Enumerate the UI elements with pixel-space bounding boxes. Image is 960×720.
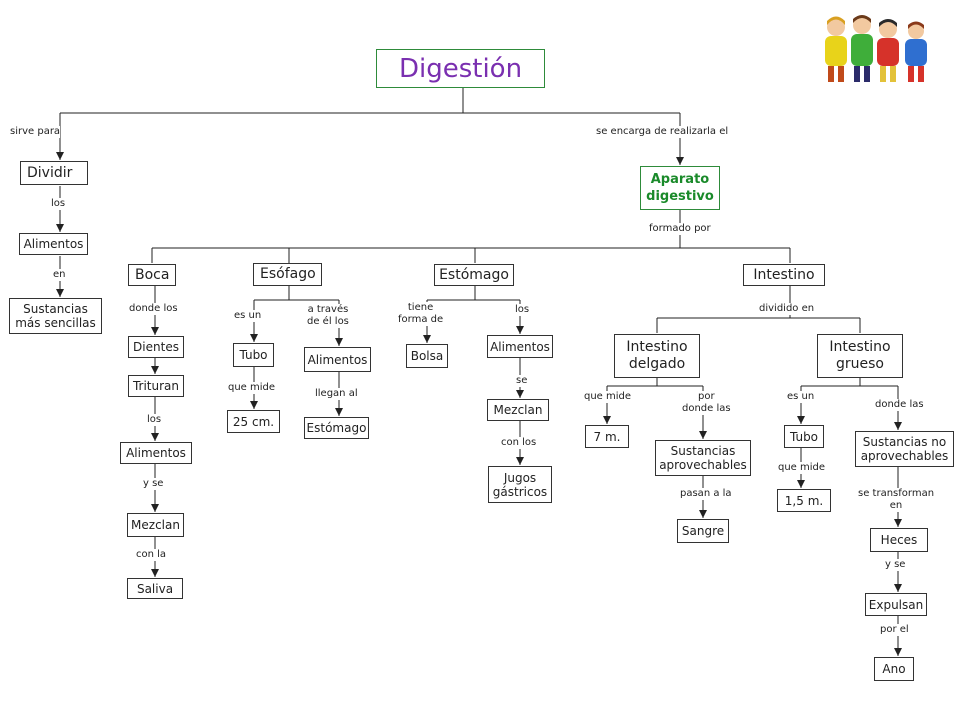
label-y-se: y se	[143, 478, 164, 490]
child-green-figure	[851, 15, 873, 82]
node-esofago: Esófago	[253, 263, 322, 286]
node-tubo-esofago: Tubo	[233, 343, 274, 367]
node-sustancias-aprovechables: Sustancias aprovechables	[655, 440, 751, 476]
child-blue-figure	[905, 21, 927, 82]
node-jugos-gastricos: Jugos gástricos	[488, 466, 552, 503]
child-red-figure	[877, 19, 899, 82]
label-los: los	[515, 304, 530, 316]
label-llegan-al: llegan al	[315, 388, 358, 400]
label-se-encarga: se encarga de realizarla el	[596, 126, 729, 138]
node-intestino: Intestino	[743, 264, 825, 286]
label-dividido-en: dividido en	[759, 303, 815, 315]
node-estomago: Estómago	[434, 264, 514, 286]
label-y-se: y se	[885, 559, 906, 571]
label-sirve-para: sirve para	[10, 126, 61, 138]
node-1-5m: 1,5 m.	[777, 489, 831, 512]
label-con-los: con los	[501, 437, 537, 449]
node-dientes: Dientes	[128, 336, 184, 358]
label-donde-los: donde los	[129, 303, 178, 315]
node-tubo-intestino: Tubo	[784, 425, 824, 448]
node-sustancias-no-aprovechables: Sustancias no aprovechables	[855, 431, 954, 467]
node-intestino-grueso: Intestino grueso	[817, 334, 903, 378]
label-los: los	[147, 414, 162, 426]
node-heces: Heces	[870, 528, 928, 552]
node-alimentos-boca: Alimentos	[120, 442, 192, 464]
node-dividir: Dividir	[20, 161, 88, 185]
label-tiene-forma-de: tiene forma de	[398, 302, 444, 326]
node-saliva: Saliva	[127, 578, 183, 599]
node-alimentos-esofago: Alimentos	[304, 347, 371, 372]
node-mezclan-estomago: Mezclan	[487, 399, 549, 421]
label-pasan-a-la: pasan a la	[680, 488, 732, 500]
label-que-mide: que mide	[584, 391, 632, 403]
node-aparato-digestivo: Aparato digestivo	[640, 166, 720, 210]
label-que-mide: que mide	[778, 462, 826, 474]
node-mezclan-boca: Mezclan	[127, 513, 184, 537]
label-los: los	[51, 198, 66, 210]
label-a-traves: a través de él los	[307, 304, 349, 328]
label-con-la: con la	[136, 549, 167, 561]
label-por-donde-las: por donde las	[682, 391, 731, 415]
node-bolsa: Bolsa	[406, 344, 448, 368]
label-que-mide: que mide	[228, 382, 276, 394]
label-donde-las: donde las	[875, 399, 924, 411]
node-digestion-title: Digestión	[376, 49, 545, 88]
node-alimentos-left: Alimentos	[19, 233, 88, 255]
label-por-el: por el	[880, 624, 909, 636]
child-yellow-figure	[825, 16, 847, 82]
label-es-un: es un	[787, 391, 815, 403]
node-7m: 7 m.	[585, 425, 629, 448]
label-es-un: es un	[234, 310, 262, 322]
node-trituran: Trituran	[128, 375, 184, 397]
label-en: en	[53, 269, 66, 281]
node-expulsan: Expulsan	[865, 593, 927, 616]
node-boca: Boca	[128, 264, 176, 286]
node-sustancias-sencillas: Sustancias más sencillas	[9, 298, 102, 334]
node-alimentos-estomago: Alimentos	[487, 335, 553, 358]
label-se-transforman-en: se transforman en	[858, 488, 935, 512]
node-25cm: 25 cm.	[227, 410, 280, 433]
label-formado-por: formado por	[649, 223, 711, 235]
node-sangre: Sangre	[677, 519, 729, 543]
node-ano: Ano	[874, 657, 914, 681]
node-estomago-esofago: Estómago	[304, 417, 369, 439]
children-figures-illustration	[825, 15, 927, 82]
label-se: se	[516, 375, 528, 387]
node-intestino-delgado: Intestino delgado	[614, 334, 700, 378]
